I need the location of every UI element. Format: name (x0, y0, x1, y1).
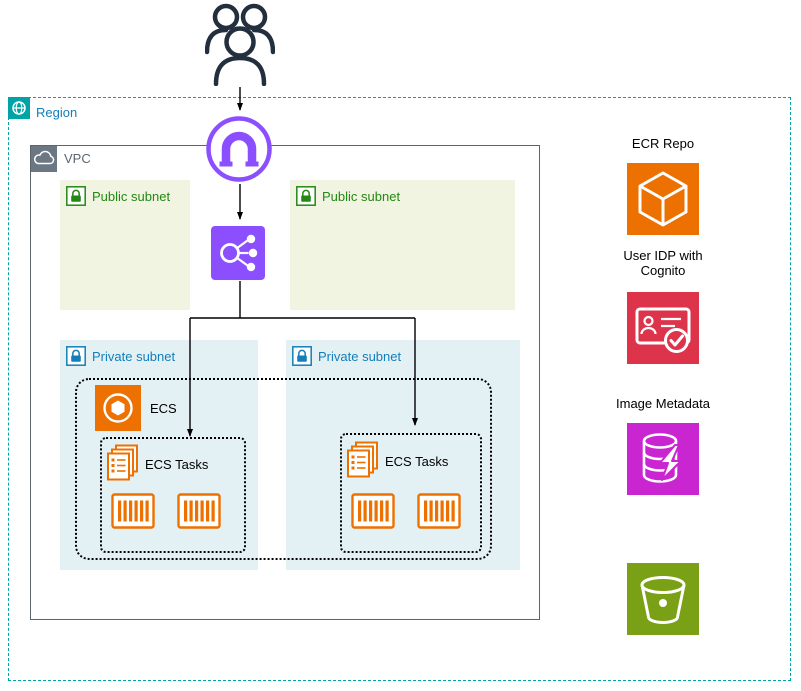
ecs-tasks-group-left (100, 437, 246, 553)
ecs-tasks-icon (346, 441, 380, 479)
region-label: Region (36, 105, 78, 120)
image-metadata-label: Image Metadata (616, 396, 710, 411)
internet-gateway-icon (205, 115, 273, 183)
cognito-icon (627, 292, 699, 364)
image-metadata-database-icon (627, 423, 699, 495)
private-subnet-2-label: Private subnet (318, 349, 402, 364)
public-subnet-lock-icon (66, 186, 86, 206)
public-subnet-2-label: Public subnet (322, 189, 401, 204)
load-balancer-icon (211, 226, 265, 280)
region-icon (8, 97, 30, 119)
cognito-label-line2: Cognito (640, 263, 686, 278)
container-icon (351, 493, 395, 529)
public-subnet-1-label: Public subnet (92, 189, 171, 204)
ecs-tasks-icon (106, 444, 140, 482)
vpc-label: VPC (64, 151, 91, 166)
cognito-label: User IDP with Cognito (593, 248, 733, 278)
ecr-repo-icon (627, 163, 699, 235)
private-subnet-lock-icon (66, 346, 86, 366)
ecs-tasks-left-label: ECS Tasks (145, 457, 209, 472)
vpc-cloud-icon (31, 146, 57, 172)
ecs-tasks-right-label: ECS Tasks (385, 454, 449, 469)
container-icon (177, 493, 221, 529)
ecs-tasks-group-right (340, 433, 482, 553)
cognito-label-line1: User IDP with (623, 248, 703, 263)
ecs-cluster-boundary (75, 378, 492, 560)
private-subnet-lock-icon (292, 346, 312, 366)
users-icon (205, 2, 275, 86)
region-group (8, 97, 791, 681)
private-subnet-1-label: Private subnet (92, 349, 176, 364)
ecs-label: ECS (150, 401, 177, 416)
ecr-repo-label: ECR Repo (631, 136, 695, 151)
container-icon (111, 493, 155, 529)
public-subnet-lock-icon (296, 186, 316, 206)
ecs-service-icon (95, 385, 141, 431)
public-subnet-2 (290, 180, 515, 310)
s3-bucket-icon (627, 563, 699, 635)
container-icon (417, 493, 461, 529)
